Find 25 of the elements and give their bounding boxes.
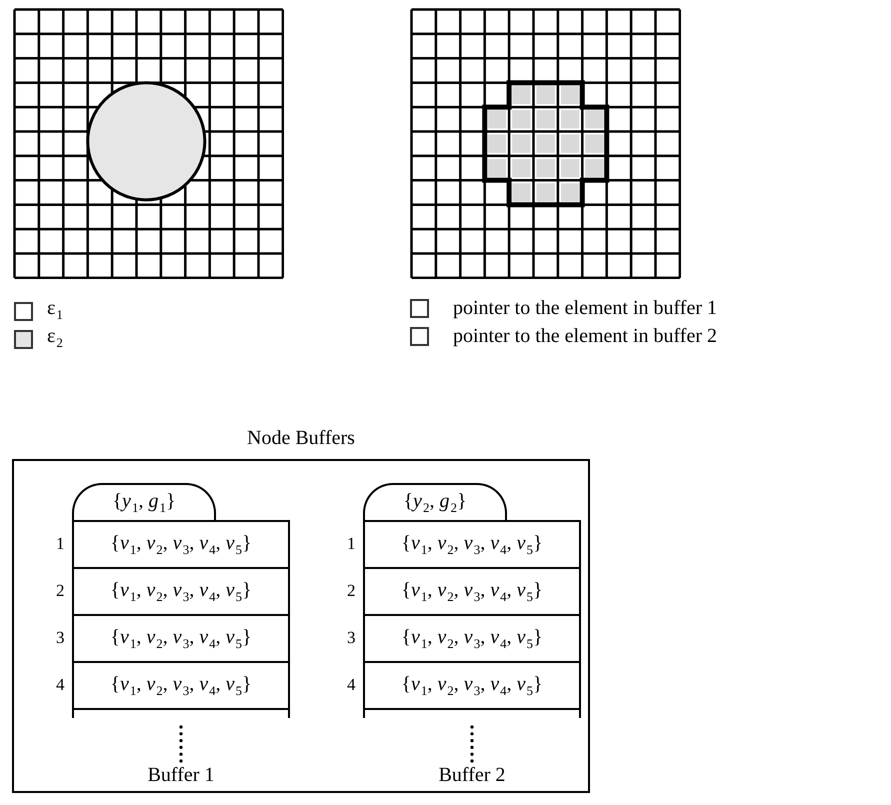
buffer-caption: Buffer 2 — [438, 763, 506, 787]
row-number: 4 — [347, 675, 356, 695]
buffer-row: {v$_{1}$, v$_{2}$, v$_{3}$, v$_{4}$, v$_{5}$} — [363, 520, 581, 569]
buffer-header-tab: {y$_{2}$, g$_{2}$} — [363, 483, 507, 520]
buffer-row: {v$_{1}$, v$_{2}$, v$_{3}$, v$_{4}$, v$_{5}$} — [72, 520, 290, 569]
buffer-row: {v$_{1}$, v$_{2}$, v$_{3}$, v$_{4}$, v$_{5}$} — [72, 661, 290, 710]
row-number: 3 — [56, 628, 64, 648]
row-number: 4 — [56, 675, 64, 695]
buffer-row: {v$_{1}$, v$_{2}$, v$_{3}$, v$_{4}$, v$_{5}$} — [72, 614, 290, 663]
row-number: 1 — [56, 534, 64, 554]
buffer-row: {v$_{1}$, v$_{2}$, v$_{3}$, v$_{4}$, v$_{5}$} — [72, 567, 290, 616]
legend-label: ε$_{2}$ — [47, 324, 63, 352]
row-number: 1 — [347, 534, 356, 554]
buffer-row: {v$_{1}$, v$_{2}$, v$_{3}$, v$_{4}$, v$_{5}$} — [363, 614, 581, 663]
buffer-row: {v$_{1}$, v$_{2}$, v$_{3}$, v$_{4}$, v$_{5}$} — [363, 661, 581, 710]
buffer-caption: Buffer 1 — [146, 763, 216, 787]
legend-label: pointer to the element in buffer 2 — [453, 324, 717, 348]
row-number: 2 — [347, 581, 356, 601]
buffer-header-tab: {y$_{1}$, g$_{1}$} — [72, 483, 216, 520]
panel-title: Node Buffers — [246, 426, 356, 451]
row-number: 3 — [347, 628, 356, 648]
legend-label: ε$_{1}$ — [47, 296, 63, 324]
row-number: 2 — [56, 581, 64, 601]
buffer-row: {v$_{1}$, v$_{2}$, v$_{3}$, v$_{4}$, v$_{5}$} — [363, 567, 581, 616]
legend-label: pointer to the element in buffer 1 — [453, 296, 717, 320]
